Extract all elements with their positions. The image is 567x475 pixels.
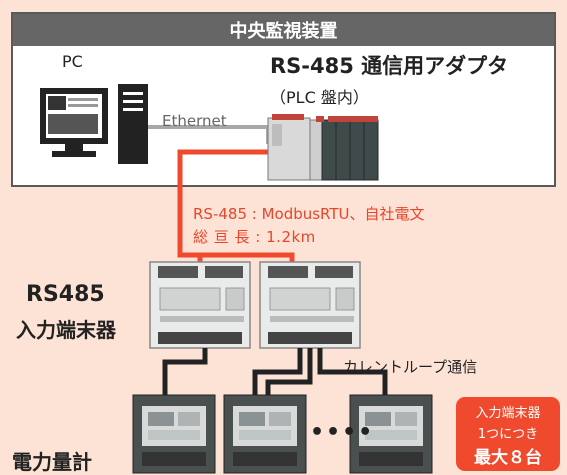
terminal-label-line1: RS485 xyxy=(26,282,105,307)
ethernet-label: Ethernet xyxy=(162,112,227,130)
badge-line2: 1つにつき xyxy=(477,427,539,442)
power-meter-3-icon xyxy=(349,394,433,474)
pc-monitor-icon xyxy=(40,88,108,157)
rs485-bus-link xyxy=(180,252,295,262)
pc-label: PC xyxy=(62,52,83,71)
badge-line1: 入力端末器 xyxy=(475,406,541,421)
current-loop-label: カレントループ通信 xyxy=(343,358,478,376)
adapter-subtitle: （PLC 盤内） xyxy=(270,88,369,107)
input-terminal-2-icon xyxy=(259,261,361,349)
power-meter-2-icon xyxy=(223,394,307,474)
terminal-label-line2: 入力端末器 xyxy=(16,318,116,342)
adapter-title: RS-485 通信用アダプタ xyxy=(270,54,509,78)
max-meters-badge: 入力端末器 1つにつき 最大８台 xyxy=(456,397,560,471)
power-meter-label: 電力量計 xyxy=(12,450,92,474)
pc-tower-icon xyxy=(118,84,148,164)
panel-title: 中央監視装置 xyxy=(13,14,554,46)
rs485-length-label: 総 亘 長 : 1.2km xyxy=(193,228,316,246)
current-loop-wiring xyxy=(162,348,388,395)
power-meter-1-icon xyxy=(132,394,216,474)
meter-ellipsis: •••• xyxy=(310,420,375,445)
plc-adapter-icon xyxy=(267,114,379,181)
rs485-protocol-label: RS-485 : ModbusRTU、自社電文 xyxy=(193,205,425,223)
input-terminal-1-icon xyxy=(149,261,251,349)
badge-line3: 最大８台 xyxy=(474,448,542,468)
